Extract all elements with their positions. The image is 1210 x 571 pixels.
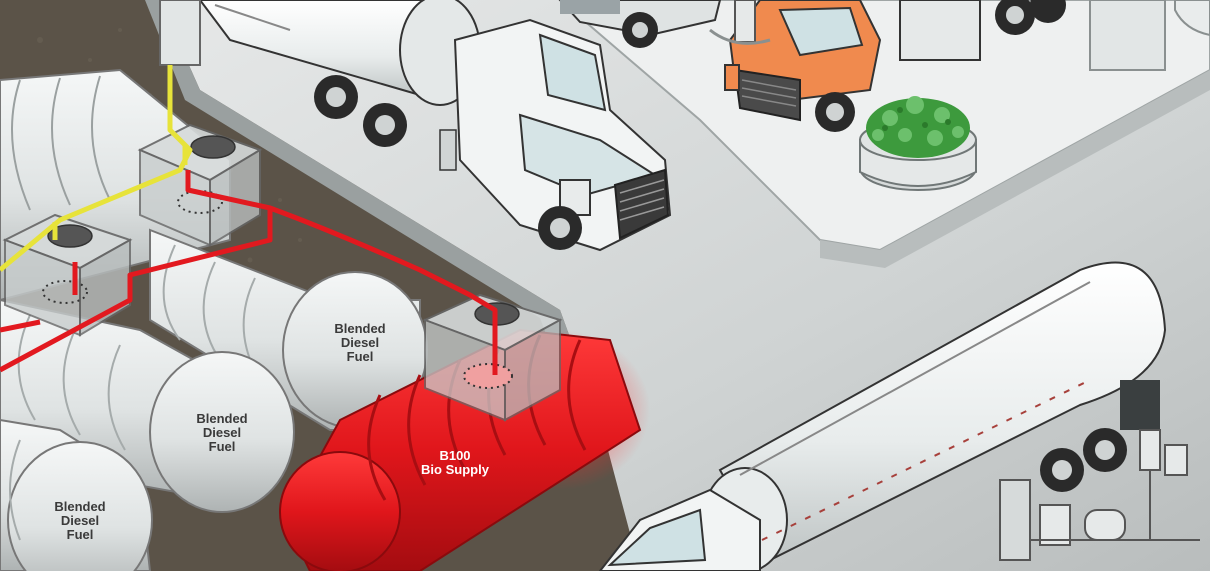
label-tank-bottom-left: Blended Diesel Fuel xyxy=(25,500,135,542)
label-line: Diesel xyxy=(340,335,380,350)
label-line: Blended xyxy=(334,321,386,336)
tanker-fender xyxy=(1120,380,1160,430)
white-semi-truck xyxy=(159,0,672,252)
label-tank-b100: B100 Bio Supply xyxy=(400,449,510,477)
label-line: Diesel xyxy=(60,513,100,528)
dispenser-pillar xyxy=(159,0,201,66)
red-pipe xyxy=(0,170,498,375)
label-line: Diesel xyxy=(202,425,242,440)
tank-bottom-left xyxy=(0,418,153,571)
label-line: Fuel xyxy=(66,527,94,542)
dispenser-unit xyxy=(999,479,1031,561)
label-line: Blended xyxy=(196,411,248,426)
pickup-truck xyxy=(558,0,771,48)
label-line: Fuel xyxy=(346,349,374,364)
orange-truck xyxy=(724,0,1066,132)
label-line: Blended xyxy=(54,499,106,514)
yellow-pipe xyxy=(0,65,193,272)
planter xyxy=(859,96,977,191)
tank-upper-right xyxy=(149,228,428,431)
cab-window xyxy=(538,33,607,112)
label-line: B100 xyxy=(439,448,471,463)
label-line: Fuel xyxy=(208,439,236,454)
label-tank-upper-right: Blended Diesel Fuel xyxy=(305,322,415,364)
tanker-truck xyxy=(598,261,1200,571)
pump-pillar xyxy=(1089,0,1166,71)
label-tank-middle: Blended Diesel Fuel xyxy=(167,412,277,454)
label-line: Bio Supply xyxy=(421,462,489,477)
orange-truck-grille xyxy=(733,68,801,122)
pavement-edge xyxy=(145,0,600,425)
manhole-box-2 xyxy=(2,213,133,337)
fuel-pump xyxy=(734,0,756,43)
underground-tanks xyxy=(0,65,650,571)
